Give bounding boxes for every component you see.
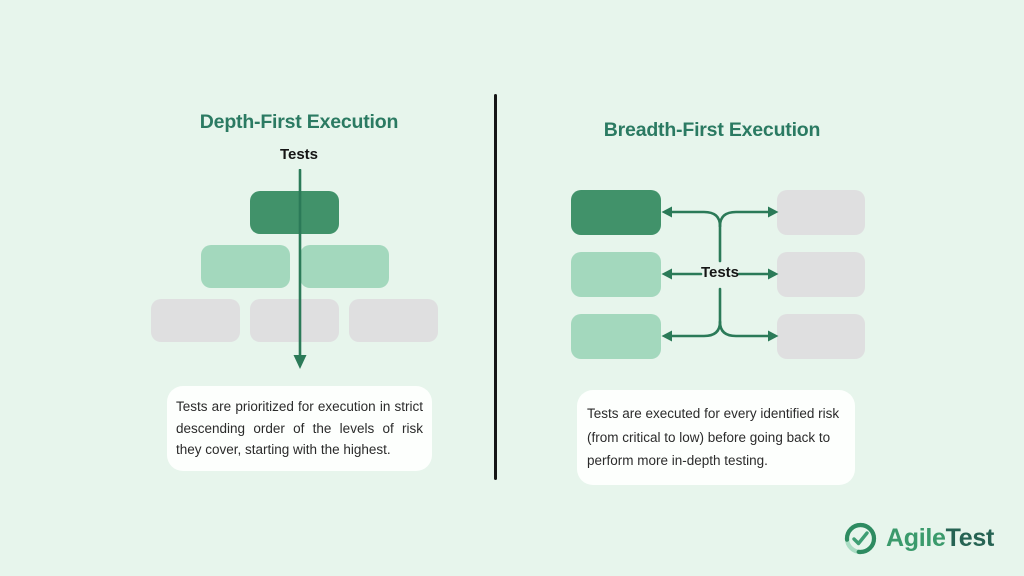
risk-box-gray: [151, 299, 240, 342]
breadth-right-column: [777, 190, 865, 359]
logo-text-agile: Agile: [886, 524, 946, 552]
risk-box-gray: [777, 190, 865, 235]
risk-box-gray: [777, 252, 865, 297]
panel-divider: [494, 94, 497, 480]
risk-box-green-light: [299, 245, 389, 288]
risk-box-green-dark: [250, 191, 339, 234]
tree-row: [136, 245, 453, 288]
depth-first-tree: [136, 191, 453, 353]
breadth-connector-icon: [661, 206, 779, 342]
breadth-description-box: Tests are executed for every identified …: [577, 390, 855, 485]
risk-box-gray: [250, 299, 339, 342]
risk-box-green-light: [571, 252, 661, 297]
risk-box-green-dark: [571, 190, 661, 235]
breadth-tests-label: Tests: [700, 264, 740, 281]
breadth-description-text: Tests are executed for every identified …: [587, 406, 840, 468]
depth-description-box: Tests are prioritized for execution in s…: [167, 386, 432, 471]
agiletest-logo: AgileTest: [843, 521, 994, 556]
depth-description-text: Tests are prioritized for execution in s…: [176, 399, 423, 457]
down-arrow-icon: [293, 169, 307, 369]
risk-box-green-light: [200, 245, 290, 288]
logo-text-test: Test: [945, 524, 995, 552]
risk-box-gray: [777, 314, 865, 359]
depth-tests-label: Tests: [279, 146, 319, 163]
tree-row: [136, 299, 453, 342]
breadth-first-title: Breadth-First Execution: [603, 119, 821, 142]
depth-first-title: Depth-First Execution: [199, 111, 399, 134]
risk-box-gray: [349, 299, 438, 342]
breadth-left-column: [571, 190, 661, 359]
agiletest-wordmark: AgileTest: [886, 521, 994, 556]
tree-row: [136, 191, 453, 234]
check-circle-icon: [844, 522, 877, 555]
risk-box-green-light: [571, 314, 661, 359]
